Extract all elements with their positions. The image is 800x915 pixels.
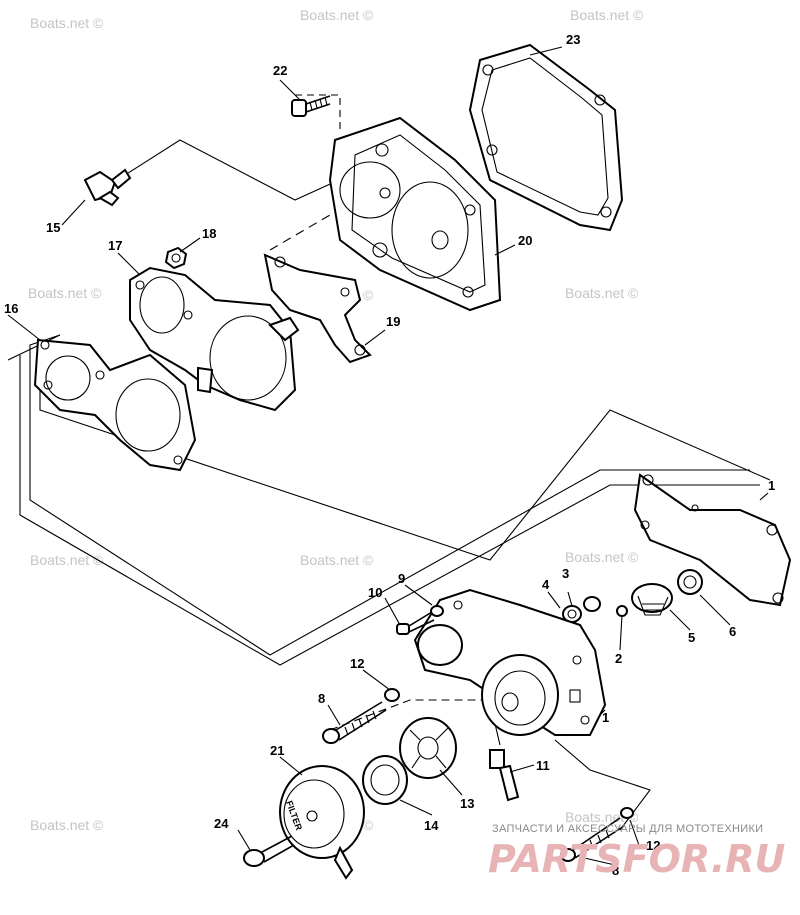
shop-logo: PARTSFOR.RU — [488, 837, 786, 881]
callout-4: 4 — [542, 577, 550, 592]
watermark-2: Boats.net © — [300, 7, 374, 23]
part-2-screw — [616, 605, 628, 617]
part-15-fitting — [83, 168, 132, 207]
part-20-housing — [328, 116, 502, 312]
part-19-bracket — [263, 253, 372, 364]
callout-1-gasket: 1 — [768, 478, 775, 493]
callout-21: 21 — [270, 743, 284, 758]
part-18-nut — [164, 246, 188, 270]
watermark-8: Boats.net © — [300, 552, 374, 568]
callout-8-lower: 8 — [612, 863, 619, 878]
callout-1-body: 1 — [602, 710, 609, 725]
part-16-gasket — [33, 338, 197, 472]
part-8-bolt-lower — [560, 817, 625, 862]
callout-20: 20 — [518, 233, 532, 248]
part-12-washer — [384, 688, 400, 702]
callout-12: 12 — [350, 656, 364, 671]
part-12-washer-lower — [620, 807, 634, 819]
watermark-3: Boats.net © — [570, 7, 644, 23]
callout-19: 19 — [386, 314, 400, 329]
callout-23: 23 — [566, 32, 580, 47]
callout-15: 15 — [46, 220, 60, 235]
part-3-nut — [583, 596, 601, 612]
callout-16: 16 — [4, 301, 18, 316]
part-9-washer — [430, 605, 444, 617]
callout-24: 24 — [214, 816, 229, 831]
part-10-bolt — [396, 611, 435, 635]
callout-13: 13 — [460, 796, 474, 811]
shop-banner: ЗАПЧАСТИ И АКСЕССУАРЫ ДЛЯ МОТОТЕХНИКИ PA… — [488, 823, 786, 881]
leader-lines — [7, 46, 769, 866]
watermark-7: Boats.net © — [30, 552, 104, 568]
shop-tagline: ЗАПЧАСТИ И АКСЕССУАРЫ ДЛЯ МОТОТЕХНИКИ — [492, 823, 763, 835]
watermark-6: Boats.net © — [565, 285, 639, 301]
callouts: 23 22 15 18 17 16 20 19 1 2 3 4 5 6 1 11… — [4, 32, 775, 878]
callout-8: 8 — [318, 691, 325, 706]
watermark-9: Boats.net © — [565, 549, 639, 565]
watermark-10: Boats.net © — [30, 817, 104, 833]
part-8-bolt — [322, 701, 387, 744]
callout-9: 9 — [398, 571, 405, 586]
part-21-cover: FILTER — [279, 765, 365, 880]
part-17-housing — [129, 266, 300, 412]
callout-12-lower: 12 — [646, 838, 660, 853]
part-22-bolt — [291, 95, 331, 117]
part-11-fitting — [489, 749, 520, 802]
part-24-bolt — [243, 835, 295, 867]
watermark-1: Boats.net © — [30, 15, 104, 31]
callout-17: 17 — [108, 238, 122, 253]
callout-11: 11 — [536, 758, 550, 773]
part-13-impeller — [399, 717, 457, 779]
part-1-pump-body — [413, 588, 607, 736]
part-23-gasket — [468, 43, 624, 232]
part-14-gasket-ring — [362, 755, 408, 805]
part-5-thermostat — [631, 583, 673, 616]
callout-2: 2 — [615, 651, 622, 666]
watermark-4: Boats.net © — [28, 285, 102, 301]
part-6-washer — [677, 569, 703, 595]
part-1-gasket — [633, 473, 792, 607]
callout-5: 5 — [688, 630, 695, 645]
callout-3: 3 — [562, 566, 569, 581]
callout-10: 10 — [368, 585, 382, 600]
callout-22: 22 — [273, 63, 287, 78]
callout-14: 14 — [424, 818, 439, 833]
callout-6: 6 — [729, 624, 736, 639]
callout-18: 18 — [202, 226, 216, 241]
